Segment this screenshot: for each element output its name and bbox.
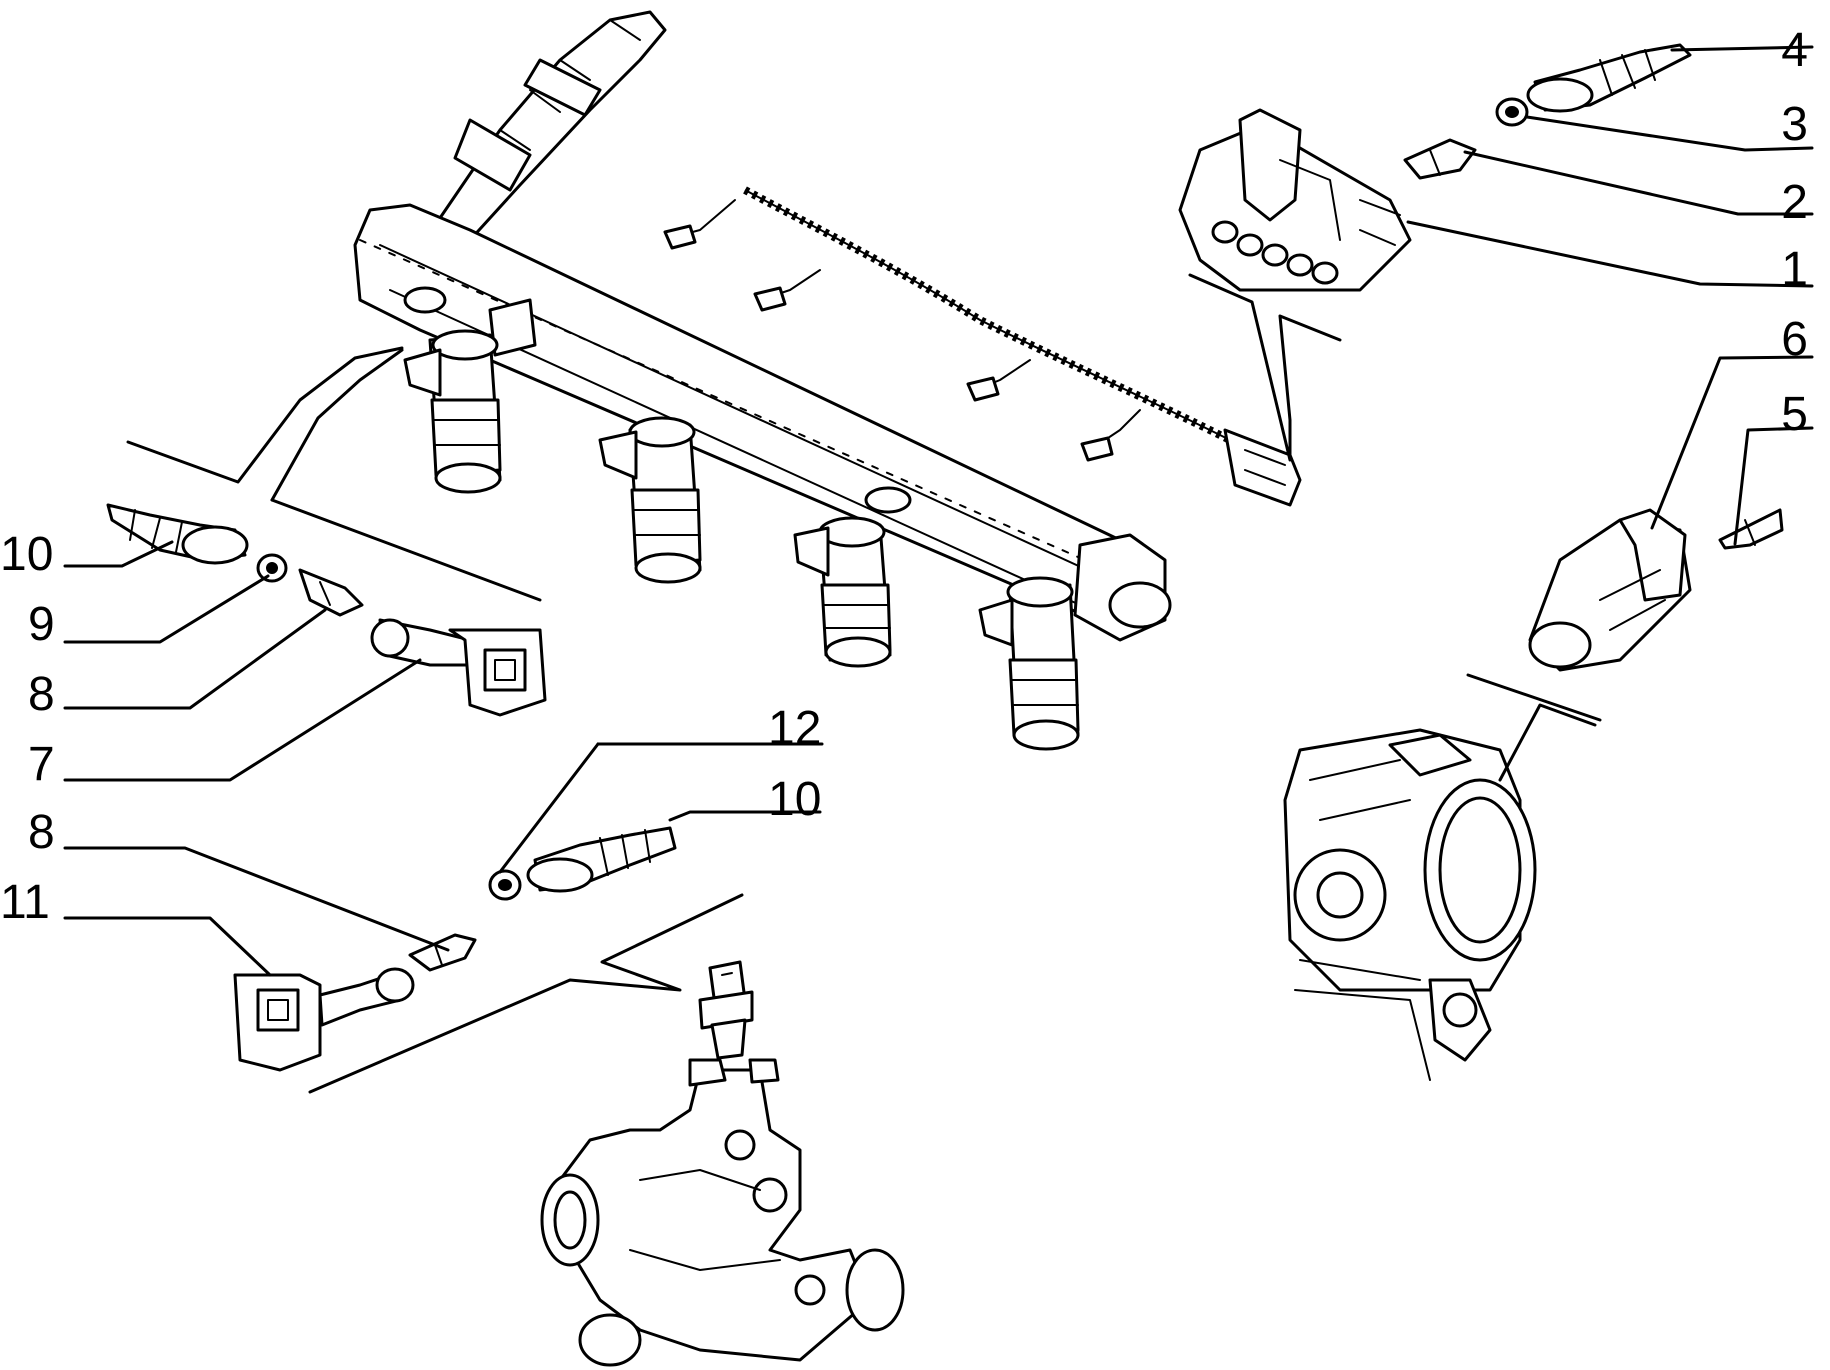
callout-3: 3 — [1781, 98, 1808, 151]
thermostat-housing — [540, 1058, 905, 1367]
connector-two-pin — [1528, 508, 1692, 672]
injector-3 — [793, 516, 892, 668]
callout-7: 7 — [28, 738, 55, 791]
callout-8-bottom: 8 — [28, 806, 55, 859]
terminal-pin-8-top — [298, 568, 364, 617]
callout-9: 9 — [28, 598, 55, 651]
terminal-pin-8-bottom — [408, 933, 477, 972]
leader-lines — [63, 45, 1814, 977]
detail-lines — [126, 273, 1602, 1094]
boot-10-mid — [526, 826, 677, 893]
injector-wiring-harness — [663, 186, 1302, 507]
callout-8-top: 8 — [28, 668, 55, 721]
injector-connector-11 — [233, 967, 415, 1072]
terminal-pin-2 — [1403, 138, 1477, 180]
seal-3 — [1495, 97, 1529, 127]
temperature-sensor — [698, 960, 754, 1060]
injector-2 — [598, 416, 702, 584]
injector-1 — [403, 329, 502, 494]
terminal-pin-5 — [1718, 508, 1784, 550]
throttle-body — [1283, 728, 1537, 1081]
boot-10-left — [106, 503, 249, 565]
callout-10-mid: 10 — [768, 773, 821, 826]
callout-5: 5 — [1781, 388, 1808, 441]
callout-labels: 4 3 2 1 6 5 10 9 8 7 12 10 8 11 — [0, 24, 1808, 929]
callout-2: 2 — [1781, 176, 1808, 229]
fuel-rail-assembly — [353, 10, 1172, 751]
seal-12 — [488, 869, 522, 901]
boot-4 — [1526, 43, 1692, 113]
callout-11: 11 — [0, 876, 50, 929]
callout-10-left: 10 — [0, 528, 53, 581]
callout-12: 12 — [768, 702, 821, 755]
seal-9-left — [256, 553, 288, 583]
injector-4 — [978, 576, 1080, 751]
callout-1: 1 — [1781, 243, 1808, 296]
connector-multi-pin — [1178, 108, 1412, 292]
callout-6: 6 — [1781, 313, 1808, 366]
injector-connector-7 — [370, 618, 547, 717]
callout-4: 4 — [1781, 24, 1808, 77]
